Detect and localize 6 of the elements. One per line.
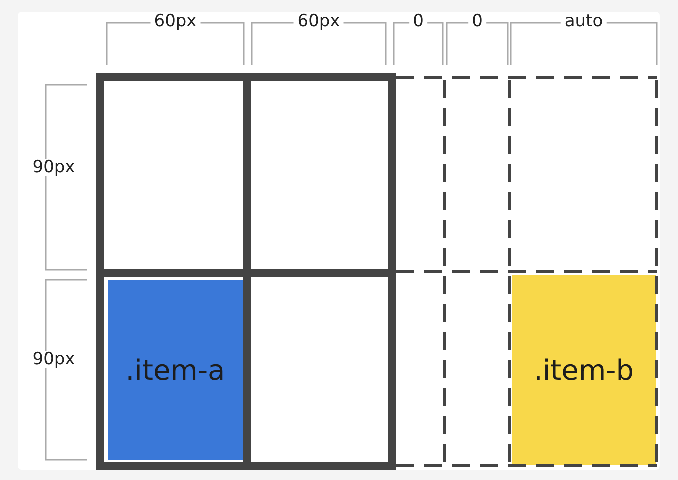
grid-item-area [512, 275, 656, 465]
item-label: .item-b [534, 354, 634, 386]
grid-item-area [108, 280, 243, 460]
dimension-label: 60px [294, 14, 344, 30]
dimension-label: 60px [150, 14, 201, 30]
item-label: .item-a [126, 354, 226, 386]
